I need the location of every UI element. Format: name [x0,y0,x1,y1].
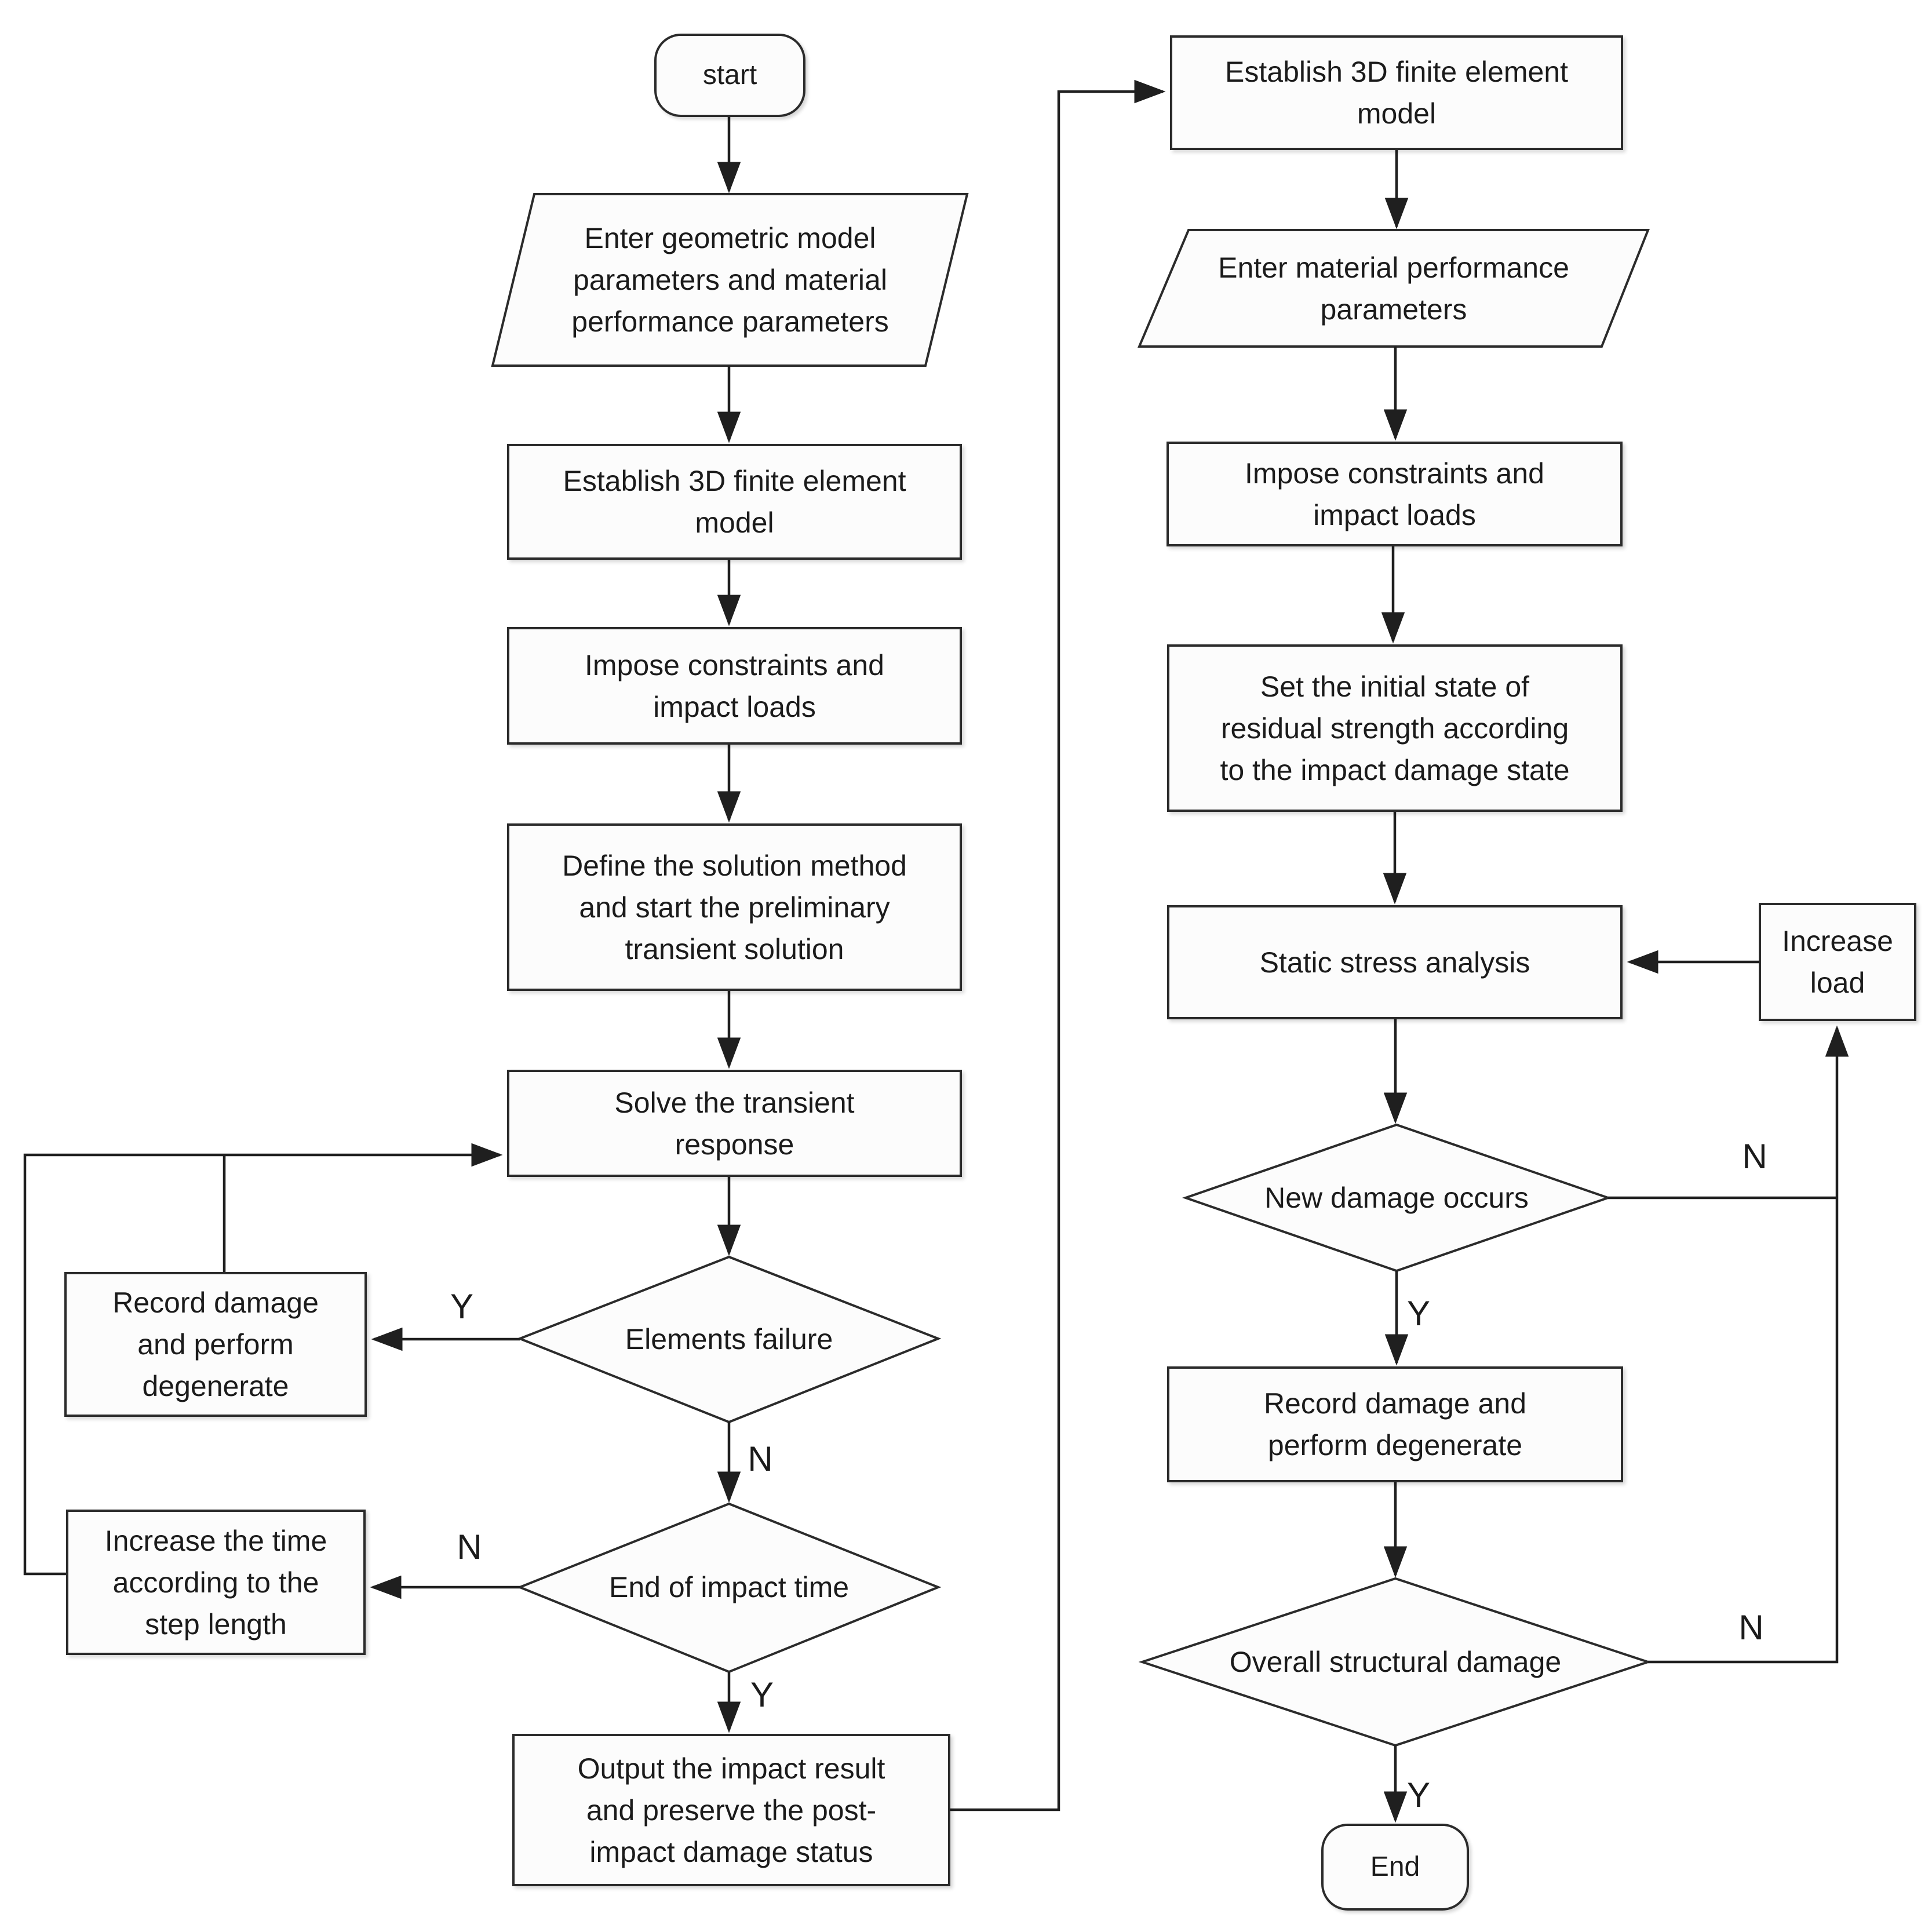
branch-label-end-of-impact-no: N [457,1527,482,1566]
node-output-impact: Output the impact result and preserve th… [512,1734,950,1886]
node-start: start [654,34,805,117]
node-solve-transient: Solve the transient response [507,1070,962,1177]
branch-label-overall-damage-no: N [1738,1607,1764,1647]
node-elements-failure: Elements failure [625,1323,833,1355]
branch-label-overall-damage-yes: Y [1406,1775,1431,1814]
node-static-stress: Static stress analysis [1167,905,1623,1019]
node-enter-geometric: Enter geometric model parameters and mat… [571,222,889,338]
node-record-damage-right: Record damage and perform degenerate [1167,1366,1623,1482]
node-increase-time: Increase the time according to the step … [66,1510,366,1655]
node-enter-material: Enter material performance parameters [1218,251,1569,326]
enter-geometric-parallelogram-shape [491,193,969,367]
enter-material-parallelogram-shape [1137,229,1650,348]
branch-label-elements-failure-no: N [748,1439,773,1478]
node-establish-right: Establish 3D finite element model [1170,35,1623,150]
branch-label-elements-failure-yes: Y [450,1286,474,1326]
edge-increase-time-loop-to-solve-transient [23,1143,503,1576]
node-define-solution: Define the solution method and start the… [507,823,962,991]
branch-label-new-damage-yes: Y [1406,1293,1431,1333]
node-record-damage-left: Record damage and perform degenerate [64,1272,367,1417]
branch-label-end-of-impact-yes: Y [750,1675,774,1714]
node-establish-left: Establish 3D finite element model [507,444,962,560]
node-overall-damage: Overall structural damage [1229,1646,1562,1678]
node-impose-left: Impose constraints and impact loads [507,627,962,745]
node-set-initial-state: Set the initial state of residual streng… [1167,644,1623,812]
edge-overall-damage-no-to-increase-load [1648,1025,1849,1664]
node-new-damage: New damage occurs [1264,1182,1529,1214]
branch-label-new-damage-no: N [1742,1136,1767,1176]
node-impose-right: Impose constraints and impact loads [1167,442,1623,546]
node-end-of-impact: End of impact time [608,1571,850,1603]
node-end: End [1321,1824,1469,1911]
node-increase-load: Increase load [1759,903,1916,1021]
edge-output-to-establish-right [950,79,1166,1811]
